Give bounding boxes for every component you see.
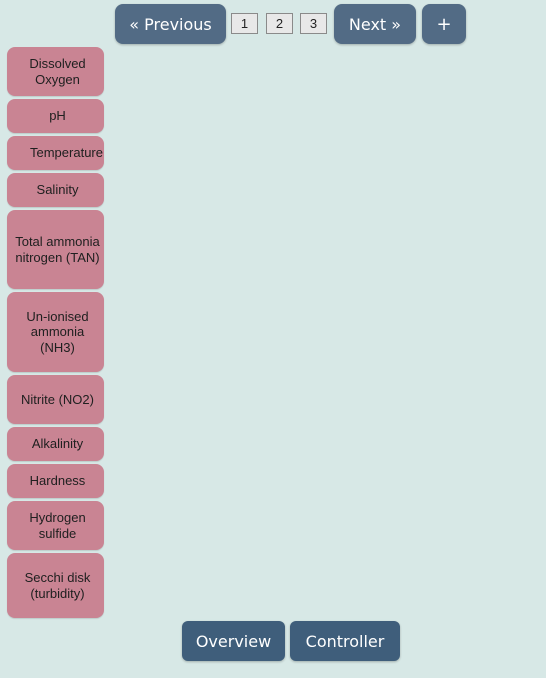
- page-2-button[interactable]: 2: [266, 13, 293, 34]
- param-nitrite[interactable]: Nitrite (NO2): [7, 375, 104, 424]
- param-unionised-ammonia[interactable]: Un-ionised ammonia (NH3): [7, 292, 104, 372]
- param-salinity[interactable]: Salinity: [7, 173, 104, 207]
- param-ph[interactable]: pH: [7, 99, 104, 133]
- previous-button[interactable]: « Previous: [115, 4, 226, 44]
- param-dissolved-oxygen[interactable]: Dissolved Oxygen: [7, 47, 104, 96]
- param-label: Un-ionised ammonia (NH3): [26, 308, 89, 355]
- overview-button[interactable]: Overview: [182, 621, 285, 661]
- param-total-ammonia-nitrogen[interactable]: Total ammonia nitrogen (TAN): [7, 210, 104, 289]
- param-label: Hydrogen sulfide: [29, 510, 86, 541]
- param-label: Temperature: [30, 145, 103, 161]
- param-label: Nitrite (NO2): [21, 391, 94, 407]
- controller-button[interactable]: Controller: [290, 621, 400, 661]
- param-hardness[interactable]: Hardness: [7, 464, 104, 498]
- add-button[interactable]: +: [422, 4, 466, 44]
- param-label: Alkalinity: [31, 436, 84, 452]
- param-hydrogen-sulfide[interactable]: Hydrogen sulfide: [7, 501, 104, 550]
- param-label: Secchi disk (turbidity): [24, 570, 91, 601]
- param-alkalinity[interactable]: Alkalinity: [7, 427, 104, 461]
- param-label: Salinity: [36, 182, 79, 198]
- param-label: Dissolved Oxygen: [29, 56, 86, 87]
- param-label: pH: [49, 108, 66, 124]
- next-button[interactable]: Next »: [334, 4, 416, 44]
- page-1-button[interactable]: 1: [231, 13, 258, 34]
- param-temperature[interactable]: Temperature: [7, 136, 104, 170]
- param-secchi-disk[interactable]: Secchi disk (turbidity): [7, 553, 104, 618]
- param-label: Hardness: [29, 473, 86, 489]
- page-3-button[interactable]: 3: [300, 13, 327, 34]
- param-label: Total ammonia nitrogen (TAN): [15, 234, 100, 265]
